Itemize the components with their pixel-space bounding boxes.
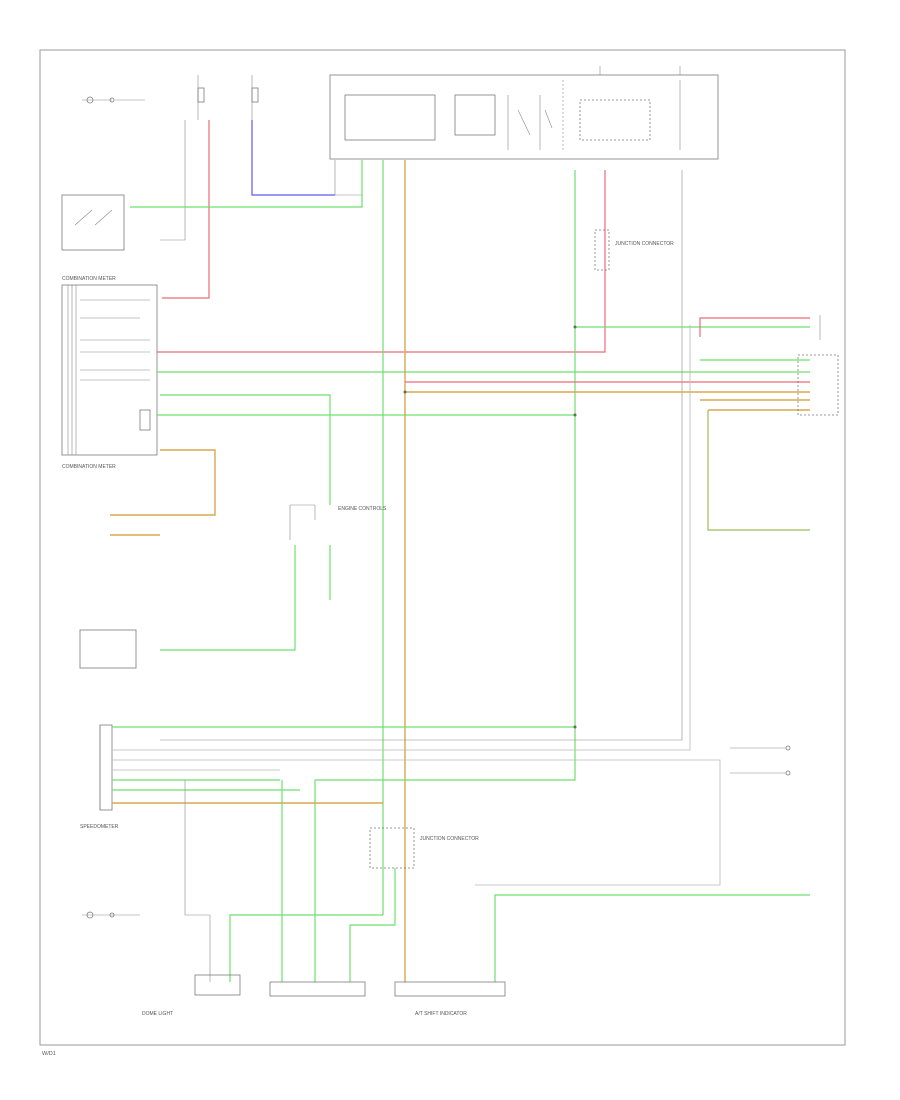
junction-connector-right-label: JUNCTION CONNECTOR xyxy=(615,241,674,247)
combination-meter: COMBINATION METER COMBINATION METER xyxy=(61,276,158,470)
wire-grey-speed-2 xyxy=(112,759,721,886)
combination-meter-label: COMBINATION METER xyxy=(62,464,116,470)
at-shift-indicator: A/T SHIFT INDICATOR xyxy=(394,981,506,1017)
speedometer: SPEEDOMETER xyxy=(80,724,119,830)
wire-green-meter-3 xyxy=(160,394,331,505)
engine-controls-box xyxy=(329,66,719,160)
left-switch xyxy=(61,194,125,251)
wire-green-low-3 xyxy=(494,894,810,982)
junction-connector-lower: JUNCTION CONNECTOR xyxy=(369,827,479,869)
wire-blue-top xyxy=(251,120,335,196)
wire-red-right xyxy=(699,317,810,337)
speedometer-label: SPEEDOMETER xyxy=(80,824,119,830)
wire-tangreen-right xyxy=(707,410,810,531)
wire-grey-vert xyxy=(160,170,683,741)
wire-green-low-1 xyxy=(229,914,383,982)
wire-green-switch xyxy=(130,160,363,208)
engine-controls-mid: ENGINE CONTROLS xyxy=(289,504,387,540)
mid-left-switch xyxy=(79,629,137,669)
wire-tan-meter xyxy=(110,449,216,516)
top-left-connector xyxy=(82,96,145,104)
right-connector xyxy=(797,315,839,416)
fuse-labels-top xyxy=(197,75,259,120)
page-id: W/D1 xyxy=(42,1051,56,1057)
wire-grey-top-left xyxy=(160,120,186,241)
bottom-left-connector xyxy=(82,911,140,919)
combination-meter-top-label: COMBINATION METER xyxy=(62,276,116,282)
dome-light: DOME LIGHT xyxy=(142,974,241,1017)
diagram-frame xyxy=(39,49,846,1046)
junction-connector-right: JUNCTION CONNECTOR xyxy=(594,229,674,271)
wire-grey-speed-1 xyxy=(112,325,691,751)
dome-light-label: DOME LIGHT xyxy=(142,1011,173,1017)
bottom-center-connector xyxy=(269,981,366,997)
wire-green-mid xyxy=(160,545,296,651)
wire-green-vert-2 xyxy=(314,170,576,982)
wire-green-low-2 xyxy=(349,868,396,982)
wire-red-top xyxy=(162,120,210,299)
right-lower-connector xyxy=(730,745,791,776)
wire-red-meter xyxy=(157,170,606,353)
wire-grey-low xyxy=(184,780,211,982)
at-shift-indicator-label: A/T SHIFT INDICATOR xyxy=(415,1011,467,1017)
engine-controls-label: ENGINE CONTROLS xyxy=(338,506,387,512)
junction-connector-lower-label: JUNCTION CONNECTOR xyxy=(420,836,479,842)
wire-link-top xyxy=(334,160,363,196)
